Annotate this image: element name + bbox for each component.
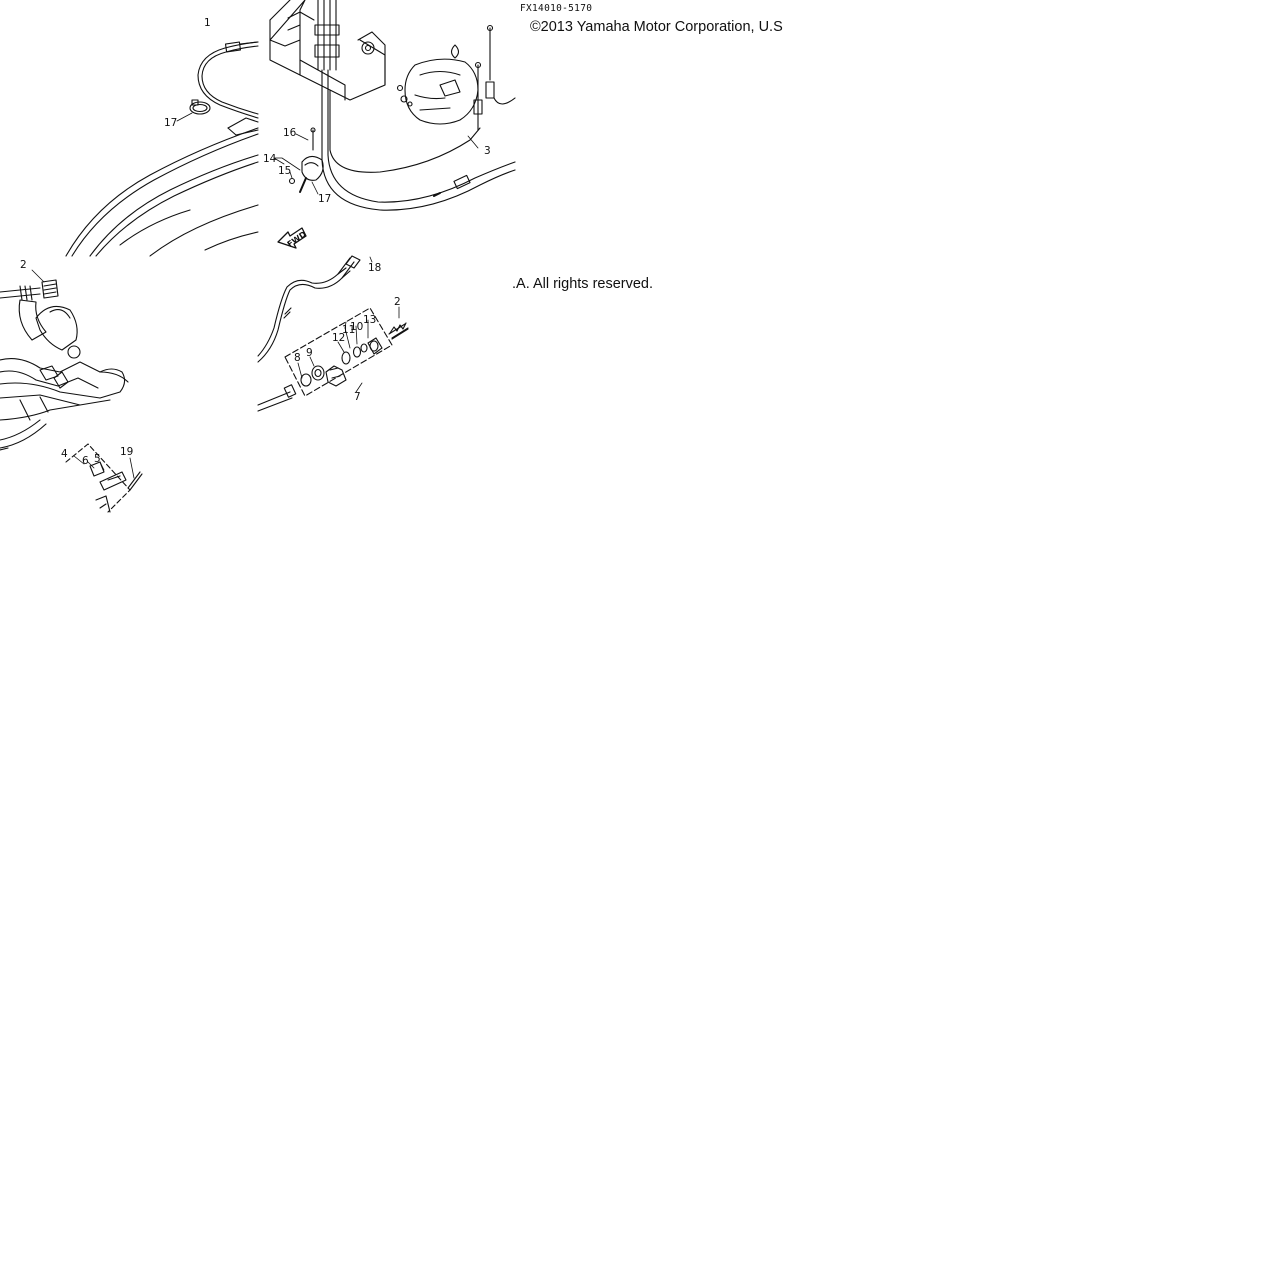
callout-11: 11 xyxy=(342,324,355,336)
copyright-top: ©2013 Yamaha Motor Corporation, U.S xyxy=(530,19,783,35)
callout-18: 18 xyxy=(368,262,381,274)
callout-17: 17 xyxy=(164,117,177,129)
callout-12: 12 xyxy=(332,332,345,344)
callout-2b: 2 xyxy=(394,296,401,308)
callout-7: 7 xyxy=(354,391,361,403)
top-center-panel xyxy=(269,0,516,249)
upper-left-panel xyxy=(65,41,259,257)
callout-14: 14 xyxy=(263,153,277,165)
callout-13: 13 xyxy=(363,314,376,326)
callout-16: 16 xyxy=(283,127,297,139)
callout-3: 3 xyxy=(484,145,491,157)
fwd-arrow-icon xyxy=(277,227,307,249)
callout-2: 2 xyxy=(20,259,27,271)
copyright-bottom: .A. All rights reserved. xyxy=(512,276,654,292)
callout-5: 5 xyxy=(94,453,101,465)
callout-17b: 17 xyxy=(318,193,331,205)
callout-8: 8 xyxy=(294,352,301,364)
diagram-code: FX14010-5170 xyxy=(520,3,593,14)
callout-1: 1 xyxy=(204,17,211,29)
callout-4: 4 xyxy=(61,448,68,460)
center-panel xyxy=(257,255,409,412)
callout-10: 10 xyxy=(350,321,363,333)
left-middle-panel xyxy=(0,269,143,513)
callout-15: 15 xyxy=(278,165,291,177)
callout-19: 19 xyxy=(120,446,133,458)
callout-6: 6 xyxy=(82,455,89,467)
callout-9: 9 xyxy=(306,347,313,359)
